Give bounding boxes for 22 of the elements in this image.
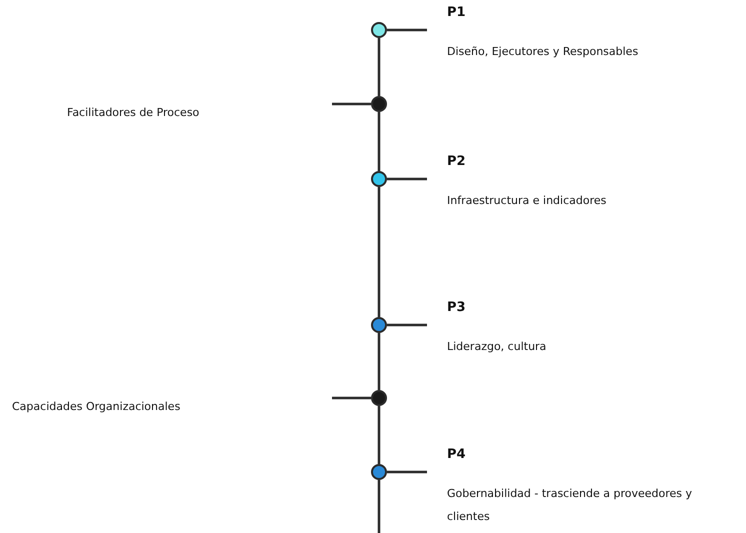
timeline-dot: [371, 390, 387, 406]
timeline-dot: [371, 96, 387, 112]
connector-line: [378, 38, 380, 96]
point-heading: P3: [447, 300, 466, 315]
side-label: Capacidades Organizacionales: [12, 399, 182, 415]
timeline-dot: [371, 171, 387, 187]
description-text: Liderazgo, cultura: [447, 339, 548, 355]
connector-line: [378, 480, 380, 533]
description-text: Diseño, Ejecutores y Responsables: [447, 44, 640, 60]
point-heading: P1: [447, 5, 466, 20]
timeline-dot: [371, 317, 387, 333]
connector-line: [378, 112, 380, 171]
timeline-dot: [371, 464, 387, 480]
side-label: Facilitadores de Proceso: [67, 105, 200, 121]
description-text: Gobernabilidad - trasciende a proveedores y clientes: [447, 486, 694, 525]
connector-line: [378, 187, 380, 317]
point-heading: P4: [447, 447, 466, 462]
point-heading: P2: [447, 154, 466, 169]
connector-line: [378, 406, 380, 464]
description-text: Infraestructura e indicadores: [447, 193, 608, 209]
timeline-dot: [371, 22, 387, 38]
connector-line: [378, 333, 380, 390]
